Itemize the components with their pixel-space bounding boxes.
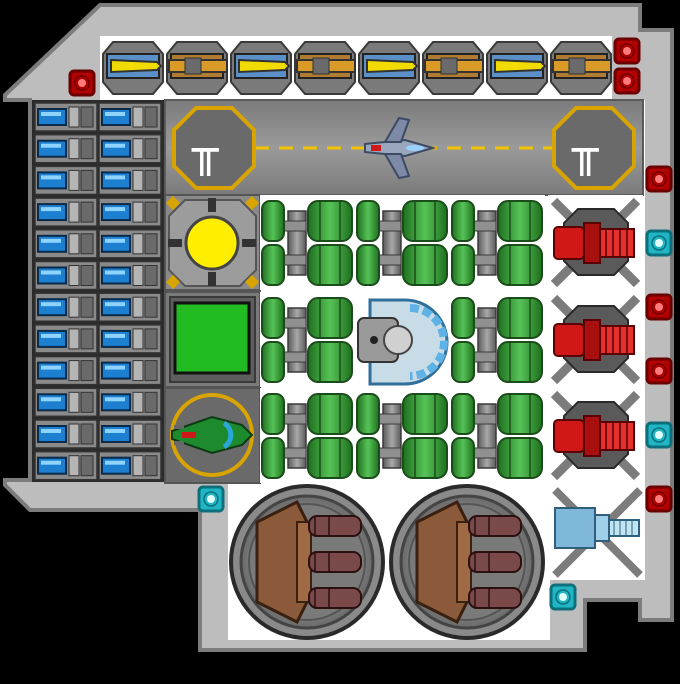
battery-cell[interactable] bbox=[98, 387, 162, 418]
battery-cell[interactable] bbox=[98, 133, 162, 164]
battery-grid bbox=[34, 102, 162, 481]
battery-cell[interactable] bbox=[34, 355, 98, 386]
fuel-tank[interactable] bbox=[355, 388, 450, 483]
cannon-row bbox=[102, 41, 612, 95]
cyan-sensor-icon[interactable] bbox=[645, 421, 673, 449]
cyan-sensor-icon[interactable] bbox=[645, 229, 673, 257]
red-sensor-icon[interactable] bbox=[645, 293, 673, 321]
battery-cell[interactable] bbox=[34, 387, 98, 418]
battery-cell[interactable] bbox=[98, 292, 162, 322]
battery-cell[interactable] bbox=[34, 229, 98, 259]
fuel-tank[interactable] bbox=[260, 292, 355, 387]
battery-cell[interactable] bbox=[34, 419, 98, 449]
red-sensor-icon[interactable] bbox=[613, 67, 641, 95]
cannon-module[interactable] bbox=[486, 41, 548, 95]
fuel-tank[interactable] bbox=[450, 388, 545, 483]
battery-cell[interactable] bbox=[34, 292, 98, 322]
battery-cell[interactable] bbox=[34, 102, 98, 132]
red-sensor-icon[interactable] bbox=[613, 37, 641, 65]
battery-cell[interactable] bbox=[98, 197, 162, 227]
parked-fighter-icon bbox=[364, 116, 437, 180]
hangar-bay bbox=[164, 99, 644, 196]
fuel-tank[interactable] bbox=[260, 195, 355, 290]
cannon-module[interactable] bbox=[422, 41, 484, 95]
battery-cell[interactable] bbox=[98, 260, 162, 291]
pad-left-glyph: ╥ bbox=[191, 125, 219, 176]
reactor-core-icon bbox=[184, 215, 240, 271]
cannon-module[interactable] bbox=[294, 41, 356, 95]
red-sensor-icon[interactable] bbox=[645, 357, 673, 385]
battery-cell[interactable] bbox=[98, 102, 162, 132]
battery-cell[interactable] bbox=[34, 450, 98, 481]
fuel-tank[interactable] bbox=[355, 195, 450, 290]
cannon-module[interactable] bbox=[102, 41, 164, 95]
bridge-module bbox=[355, 292, 450, 387]
battery-cell[interactable] bbox=[98, 324, 162, 354]
battery-cell[interactable] bbox=[34, 197, 98, 227]
red-sensor-icon[interactable] bbox=[645, 485, 673, 513]
ion-engine bbox=[552, 487, 643, 578]
battery-bay bbox=[32, 100, 165, 482]
bridge-console-icon bbox=[383, 325, 413, 355]
red-sensor-icon[interactable] bbox=[645, 165, 673, 193]
heavy-turret[interactable] bbox=[229, 484, 385, 640]
battery-cell[interactable] bbox=[34, 165, 98, 196]
cannon-module[interactable] bbox=[358, 41, 420, 95]
battery-cell[interactable] bbox=[34, 133, 98, 164]
fuel-tanks bbox=[260, 195, 545, 483]
heavy-turrets bbox=[229, 484, 545, 640]
cannon-module[interactable] bbox=[230, 41, 292, 95]
cannon-module[interactable] bbox=[166, 41, 228, 95]
cyan-sensor-icon[interactable] bbox=[197, 485, 225, 513]
landing-pad-left bbox=[172, 106, 256, 190]
landing-pad-right bbox=[552, 106, 636, 190]
drone-fighter-icon bbox=[171, 415, 254, 455]
battery-cell[interactable] bbox=[34, 260, 98, 291]
battery-cell[interactable] bbox=[98, 229, 162, 259]
red-sensor-icon[interactable] bbox=[68, 69, 96, 97]
fuel-tank[interactable] bbox=[450, 195, 545, 290]
shield-generator bbox=[164, 291, 261, 388]
cannon-module[interactable] bbox=[550, 41, 612, 95]
thruster-module[interactable] bbox=[548, 388, 643, 483]
battery-cell[interactable] bbox=[98, 165, 162, 196]
drone-bay bbox=[164, 387, 261, 484]
thruster-module[interactable] bbox=[548, 292, 643, 387]
fuel-tank[interactable] bbox=[260, 388, 355, 483]
sensors bbox=[68, 37, 673, 611]
cyan-sensor-icon[interactable] bbox=[549, 583, 577, 611]
heavy-turret[interactable] bbox=[389, 484, 545, 640]
red-thrusters bbox=[548, 195, 643, 483]
battery-cell[interactable] bbox=[34, 324, 98, 354]
fuel-tank[interactable] bbox=[450, 292, 545, 387]
reactor-module bbox=[164, 194, 261, 291]
battery-cell[interactable] bbox=[98, 355, 162, 386]
battery-cell[interactable] bbox=[98, 419, 162, 449]
thruster-module[interactable] bbox=[548, 195, 643, 290]
pad-right-glyph: ╥ bbox=[571, 125, 599, 176]
battery-cell[interactable] bbox=[98, 450, 162, 481]
